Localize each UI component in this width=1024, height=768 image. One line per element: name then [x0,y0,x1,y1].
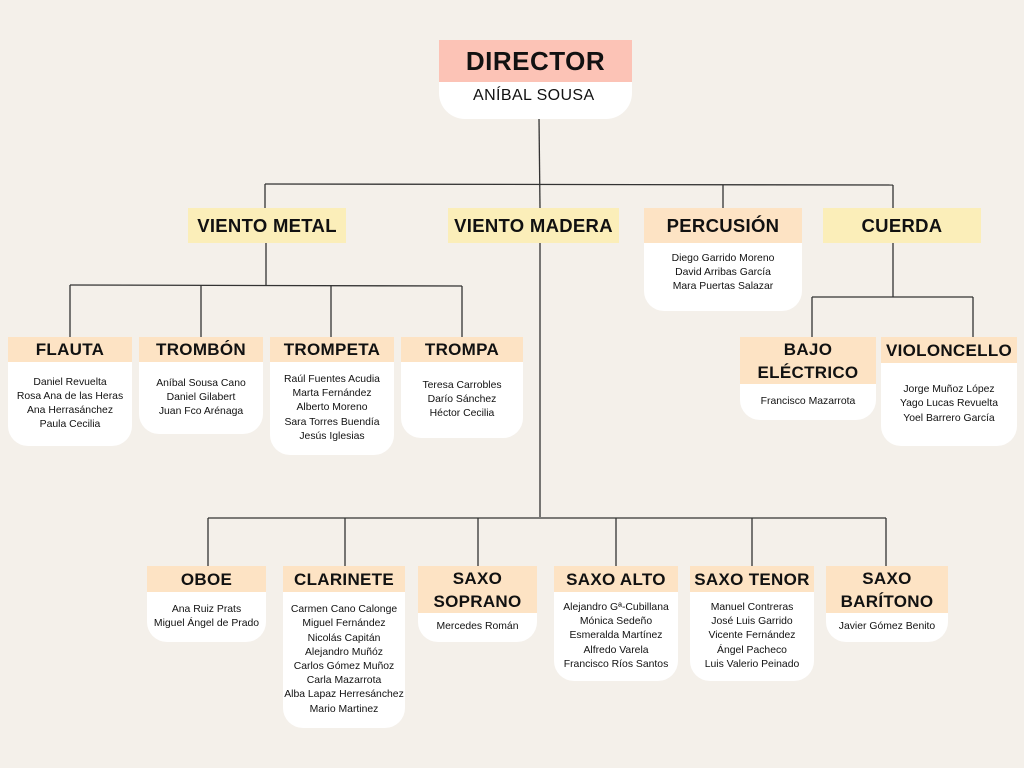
trompeta-card: TROMPETA Raúl Fuentes Acudia Marta Ferná… [270,337,394,455]
flauta-title: FLAUTA [8,337,132,362]
trompa-members: Teresa Carrobles Darío Sánchez Héctor Ce… [401,362,523,438]
trombon-title: TROMBÓN [139,337,263,362]
percusion-members: Diego Garrido Moreno David Arribas Garcí… [644,243,802,311]
member: Darío Sánchez [427,393,497,405]
saxo-soprano-line2: SOPRANO [433,591,522,611]
member: Manuel Contreras [710,601,794,613]
saxo-alto-members: Alejandro Gª-Cubillana Mónica Sedeño Esm… [554,592,678,681]
member: Mario Martinez [309,703,379,715]
director-name: ANÍBAL SOUSA [439,82,632,119]
saxo-baritono-line2: BARÍTONO [840,591,934,611]
member: Mónica Sedeño [579,616,653,628]
member: Alejandro Gª-Cubillana [563,601,669,613]
clarinete-members: Carmen Cano Calonge Miguel Fernández Nic… [283,592,405,728]
violoncello-members: Jorge Muñoz López Yago Lucas Revuelta Yo… [881,363,1017,446]
director-title: DIRECTOR [439,40,632,82]
oboe-title: OBOE [147,566,266,592]
clarinete-title: CLARINETE [283,566,405,592]
member: José Luis Garrido [711,616,793,628]
member: Aníbal Sousa Cano [156,377,246,389]
member: Alfredo Varela [583,644,649,656]
member: Jorge Muñoz López [903,384,995,396]
saxo-soprano-line1: SAXO [452,568,503,588]
trombon-card: TROMBÓN Aníbal Sousa Cano Daniel Gilaber… [139,337,263,434]
bajo-electrico-title: BAJO ELÉCTRICO [740,337,876,384]
trompa-card: TROMPA Teresa Carrobles Darío Sánchez Hé… [401,337,523,438]
member: Vicente Fernández [708,630,796,642]
member: Luis Valerio Peinado [704,658,800,670]
flauta-members: Daniel Revuelta Rosa Ana de las Heras An… [8,362,132,446]
section-percusion: PERCUSIÓN Diego Garrido Moreno David Arr… [644,208,802,311]
member: Raúl Fuentes Acudia [284,373,380,385]
member: Teresa Carrobles [422,379,502,391]
section-cuerda: CUERDA [823,208,981,243]
member: Paula Cecilia [39,419,101,431]
director-card: DIRECTOR ANÍBAL SOUSA [439,40,632,119]
member: Javier Gómez Benito [838,621,936,633]
section-viento-madera: VIENTO MADERA [448,208,619,243]
saxo-tenor-title: SAXO TENOR [690,566,814,592]
trompeta-members: Raúl Fuentes Acudia Marta Fernández Albe… [270,362,394,455]
member: Alejandro Muñóz [305,646,383,658]
clarinete-card: CLARINETE Carmen Cano Calonge Miguel Fer… [283,566,405,728]
member: Miguel Fernández [302,618,386,630]
bajo-electrico-card: BAJO ELÉCTRICO Francisco Mazarrota [740,337,876,420]
trompeta-title: TROMPETA [270,337,394,362]
saxo-soprano-members: Mercedes Román [418,613,537,642]
member: Ana Ruiz Prats [171,603,242,615]
member: Daniel Revuelta [33,376,107,388]
bajo-title-line2: ELÉCTRICO [757,362,859,382]
member: Ángel Pacheco [717,644,787,656]
member: Rosa Ana de las Heras [16,390,124,402]
saxo-baritono-line1: SAXO [862,568,912,588]
flauta-card: FLAUTA Daniel Revuelta Rosa Ana de las H… [8,337,132,446]
oboe-members: Ana Ruiz Prats Miguel Ángel de Prado [147,592,266,642]
member: Miguel Ángel de Prado [153,618,260,629]
member: Francisco Ríos Santos [563,658,669,670]
member: Sara Torres Buendía [284,416,380,428]
member: Alberto Moreno [296,402,368,414]
saxo-baritono-card: SAXO BARÍTONO Javier Gómez Benito [826,566,948,642]
member: Héctor Cecilia [429,408,495,420]
member: Marta Fernández [292,388,372,400]
saxo-soprano-card: SAXO SOPRANO Mercedes Román [418,566,537,642]
section-percusion-title: PERCUSIÓN [644,208,802,243]
member: Esmeralda Martínez [569,630,663,642]
trompa-title: TROMPA [401,337,523,362]
violoncello-title: VIOLONCELLO [881,337,1017,363]
saxo-baritono-members: Javier Gómez Benito [826,613,948,642]
member: Yoel Barrero García [903,412,995,424]
oboe-card: OBOE Ana Ruiz Prats Miguel Ángel de Prad… [147,566,266,642]
saxo-tenor-card: SAXO TENOR Manuel Contreras José Luis Ga… [690,566,814,681]
saxo-soprano-title: SAXO SOPRANO [418,566,537,613]
member: David Arribas García [675,267,771,279]
member: Nicolás Capitán [307,632,381,644]
member: Carlos Gómez Muñoz [293,661,395,672]
saxo-tenor-members: Manuel Contreras José Luis Garrido Vicen… [690,592,814,681]
member: Jesús Iglesias [299,430,365,442]
saxo-baritono-title: SAXO BARÍTONO [826,566,948,613]
section-viento-metal: VIENTO METAL [188,208,346,243]
trombon-members: Aníbal Sousa Cano Daniel Gilabert Juan F… [139,362,263,434]
member: Daniel Gilabert [166,391,236,403]
member: Carla Mazarrota [306,675,382,687]
violoncello-card: VIOLONCELLO Jorge Muñoz López Yago Lucas… [881,337,1017,446]
member: Juan Fco Arénaga [158,406,244,418]
bajo-electrico-members: Francisco Mazarrota [740,384,876,420]
saxo-alto-title: SAXO ALTO [554,566,678,592]
member: Mercedes Román [436,621,519,633]
bajo-title-line1: BAJO [783,339,833,359]
member: Diego Garrido Moreno [671,253,775,264]
member: Francisco Mazarrota [760,395,856,407]
member: Yago Lucas Revuelta [899,398,998,410]
member: Mara Puertas Salazar [672,281,774,293]
member: Alba Lapaz Herresánchez [284,689,404,701]
member: Ana Herrasánchez [26,405,114,416]
saxo-alto-card: SAXO ALTO Alejandro Gª-Cubillana Mónica … [554,566,678,681]
member: Carmen Cano Calonge [290,604,398,616]
